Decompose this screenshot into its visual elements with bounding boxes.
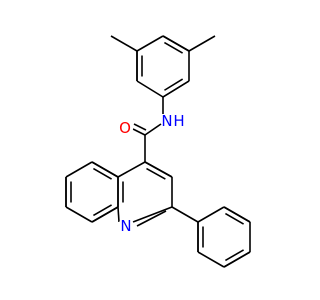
double-bond-inner — [146, 167, 166, 180]
amide-nitrogen-atom: N H — [161, 112, 184, 130]
carbonyl-double-bond-outer — [132, 128, 146, 136]
double-bond-inner — [136, 210, 167, 227]
single-bond — [65, 206, 93, 223]
oxygen-atom: O — [117, 119, 133, 137]
structure-canvas: O N H N — [65, 35, 251, 268]
methyl-bond — [110, 35, 138, 52]
single-bond — [117, 161, 146, 178]
carbonyl-double-bond-inner — [133, 123, 147, 131]
bond-layer — [65, 35, 251, 268]
double-bond-outer — [144, 161, 173, 178]
amide-nitrogen-label: N — [161, 112, 172, 130]
double-bond-outer — [162, 35, 190, 52]
single-bond — [117, 206, 120, 223]
double-bond-inner — [92, 167, 112, 180]
double-bond-inner — [224, 212, 244, 225]
chemical-structure-drawing: O N H N — [65, 35, 251, 268]
double-bond-inner — [92, 204, 112, 217]
double-bond-inner — [164, 78, 184, 91]
amide-hydrogen-label: H — [173, 112, 184, 130]
double-bond-outer — [223, 251, 251, 268]
double-bond-outer — [223, 206, 251, 223]
double-bond-inner — [163, 41, 183, 54]
single-bond — [197, 251, 225, 268]
atom-label-layer: O N H N — [117, 112, 185, 235]
single-bond — [136, 35, 164, 52]
single-bond — [197, 206, 225, 223]
single-bond — [136, 80, 164, 98]
single-bond — [132, 206, 173, 223]
double-bond-outer — [162, 80, 190, 98]
double-bond-inner — [224, 249, 244, 262]
double-bond-outer — [91, 206, 119, 223]
quinoline-nitrogen-atom: N — [118, 217, 134, 235]
n-carbonyl-bond — [144, 123, 162, 136]
phenyl-link-bond — [171, 206, 199, 223]
methyl-bond — [188, 35, 216, 52]
quinoline-nitrogen-label: N — [120, 217, 131, 235]
double-bond-outer — [91, 161, 119, 178]
oxygen-label: O — [119, 119, 131, 137]
single-bond — [65, 161, 93, 178]
